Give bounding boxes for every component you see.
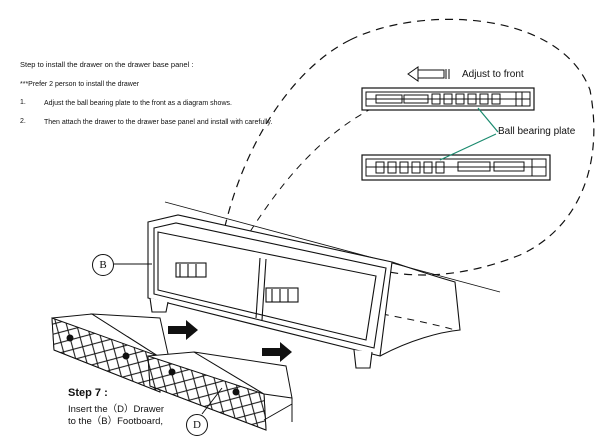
instruction-note: ***Prefer 2 person to install the drawer <box>20 81 140 88</box>
instruction-step-text: Adjust the ball bearing plate to the fro… <box>44 100 232 107</box>
step7-line2: to the（B）Footboard, <box>68 416 164 427</box>
instruction-step-number: 2. <box>20 118 26 125</box>
zoom-bubble-lead-1 <box>221 39 351 241</box>
insert-arrows <box>168 320 292 362</box>
label-d-leader <box>201 387 223 415</box>
rail-bottom <box>361 154 551 181</box>
ball-bearing-label: Ball bearing plate <box>498 126 576 137</box>
part-label-b: B <box>92 254 114 276</box>
instruction-step-number: 1. <box>20 99 26 106</box>
step7-title: Step 7 : <box>68 387 108 399</box>
footboard-frame <box>147 201 501 369</box>
instruction-title: Step to install the drawer on the drawer… <box>20 60 194 69</box>
drawer-right <box>147 351 293 431</box>
part-label-d: D <box>186 414 208 436</box>
instruction-step-text: Then attach the drawer to the drawer bas… <box>44 119 273 126</box>
zoom-bubble-outline <box>349 18 595 276</box>
adjust-front-label: Adjust to front <box>462 69 524 80</box>
step7-line1: Insert the（D）Drawer <box>68 404 165 415</box>
ball-bearing-leader-bottom <box>439 133 497 161</box>
ball-bearing-leader-top <box>477 107 499 133</box>
adjust-front-arrow <box>407 66 450 82</box>
rail-top <box>361 87 535 111</box>
